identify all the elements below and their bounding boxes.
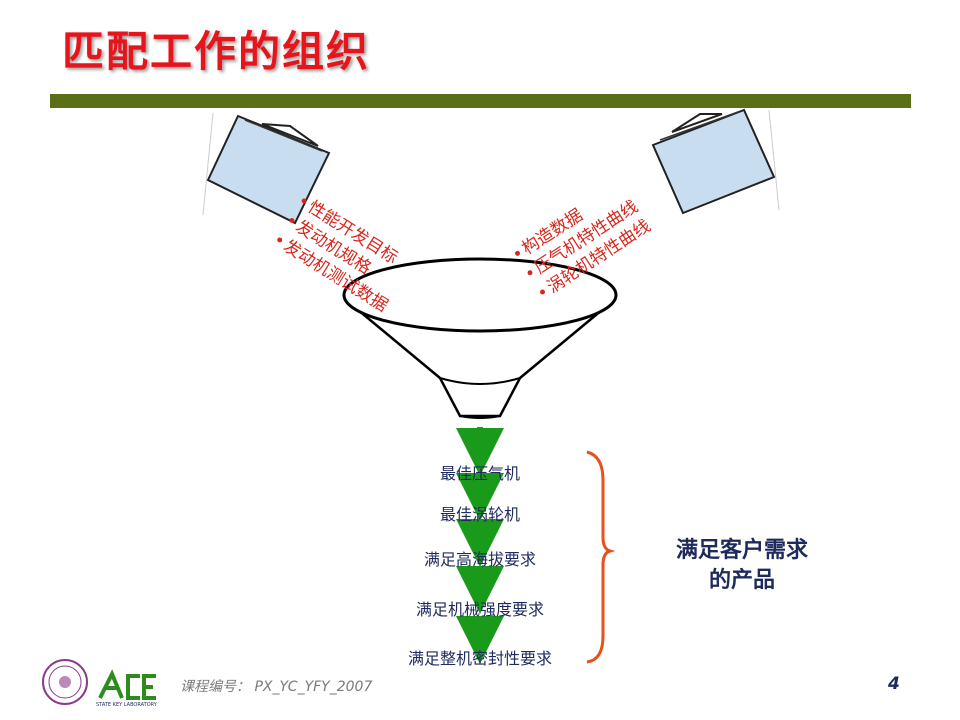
result-label: 满足客户需求 的产品 [652,535,832,595]
title-bar [50,94,911,108]
page-number: 4 [888,674,900,694]
step-label: 满足机械强度要求 [415,600,544,619]
lab-logo: STATE KEY LABORATORY [96,669,158,708]
step-label: 满足高海拔要求 [423,550,536,569]
left-folder-icon [202,112,331,225]
result-brace [586,450,616,664]
lab-logo-text: STATE KEY LABORATORY [96,702,158,708]
right-folder-icon [651,108,780,215]
step-label: 最佳涡轮机 [439,505,520,524]
slide-title: 匹配工作的组织 [62,27,371,76]
step-label: 满足整机密封性要求 [407,649,552,668]
result-line-2: 的产品 [708,567,775,593]
result-line-1: 满足客户需求 [675,537,808,563]
university-seal-logo [42,659,88,705]
course-code: 课程编号： PX_YC_YFY_2007 [180,679,373,695]
step-label: 最佳压气机 [439,464,520,483]
